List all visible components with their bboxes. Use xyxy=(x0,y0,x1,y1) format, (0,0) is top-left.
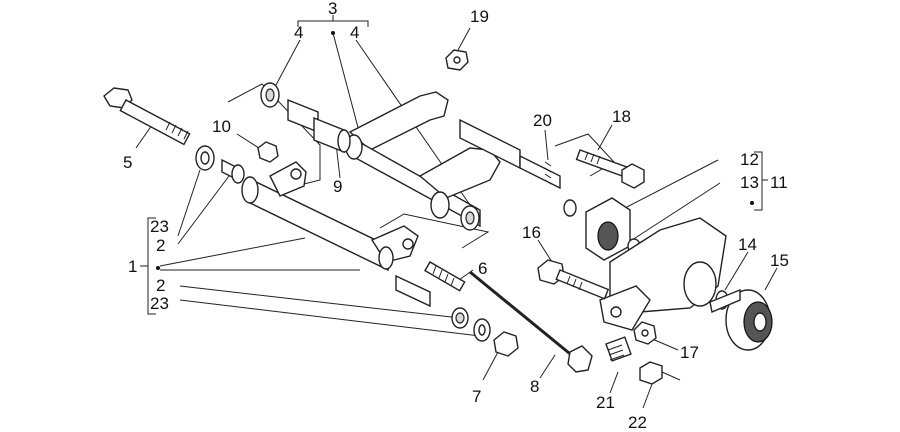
callout-23-upper: 23 xyxy=(150,217,169,236)
callout-6: 6 xyxy=(478,259,487,278)
part-9-sleeve xyxy=(287,98,351,154)
part-17-nut xyxy=(633,321,657,345)
callout-16: 16 xyxy=(522,223,541,242)
part-11-housing xyxy=(599,217,727,331)
part-22-nut xyxy=(639,361,681,385)
callout-17: 17 xyxy=(680,343,699,362)
callout-1-dot xyxy=(156,266,160,270)
callout-labels: 3 4 4 19 5 10 9 20 18 12 13 11 23 2 1 2 … xyxy=(123,0,789,432)
part-4-bushing-right xyxy=(460,205,480,231)
callout-4-right: 4 xyxy=(350,23,359,42)
callout-5: 5 xyxy=(123,153,132,172)
part-8-long-bolt xyxy=(469,270,593,373)
part-23-washer-lower xyxy=(473,318,491,342)
part-2-bushing-lower xyxy=(395,274,469,329)
callout-12: 12 xyxy=(740,150,759,169)
callout-13: 13 xyxy=(740,173,759,192)
part-18-bolt xyxy=(575,149,645,189)
part-12-silent-block xyxy=(585,197,631,261)
callout-23-lower: 23 xyxy=(150,294,169,313)
part-6-bolt xyxy=(424,261,466,292)
callout-11-dot xyxy=(750,201,754,205)
part-2-bushing-upper xyxy=(221,158,245,184)
callout-18: 18 xyxy=(612,107,631,126)
callout-21: 21 xyxy=(596,393,615,412)
part-15-hub xyxy=(709,288,773,351)
callout-15: 15 xyxy=(770,251,789,270)
callout-9: 9 xyxy=(333,177,342,196)
callout-1: 1 xyxy=(128,257,137,276)
callout-4-left: 4 xyxy=(294,23,303,42)
callout-11: 11 xyxy=(770,173,788,192)
callout-3-dot xyxy=(331,31,335,35)
part-1-swing-arm xyxy=(241,161,419,272)
callout-22: 22 xyxy=(628,413,647,432)
callout-10: 10 xyxy=(212,117,231,136)
part-7-nut xyxy=(493,331,519,357)
callout-20: 20 xyxy=(533,111,552,130)
callout-19: 19 xyxy=(470,7,489,26)
part-3-bracket-assembly xyxy=(345,91,521,228)
part-16-bolt xyxy=(537,259,610,300)
callout-7: 7 xyxy=(472,387,481,406)
callout-8: 8 xyxy=(530,377,539,396)
part-5-bolt xyxy=(103,87,191,146)
part-20-spring-pin xyxy=(519,154,577,217)
part-4-bushing-left xyxy=(260,82,280,108)
part-10-nut xyxy=(257,141,279,163)
callout-2-lower: 2 xyxy=(156,276,165,295)
callout-2-upper: 2 xyxy=(156,236,165,255)
part-23-washer-upper xyxy=(195,145,215,171)
part-19-nut xyxy=(445,49,469,71)
callout-14: 14 xyxy=(738,235,757,254)
callout-3: 3 xyxy=(328,0,337,18)
part-21-stud xyxy=(605,336,632,362)
